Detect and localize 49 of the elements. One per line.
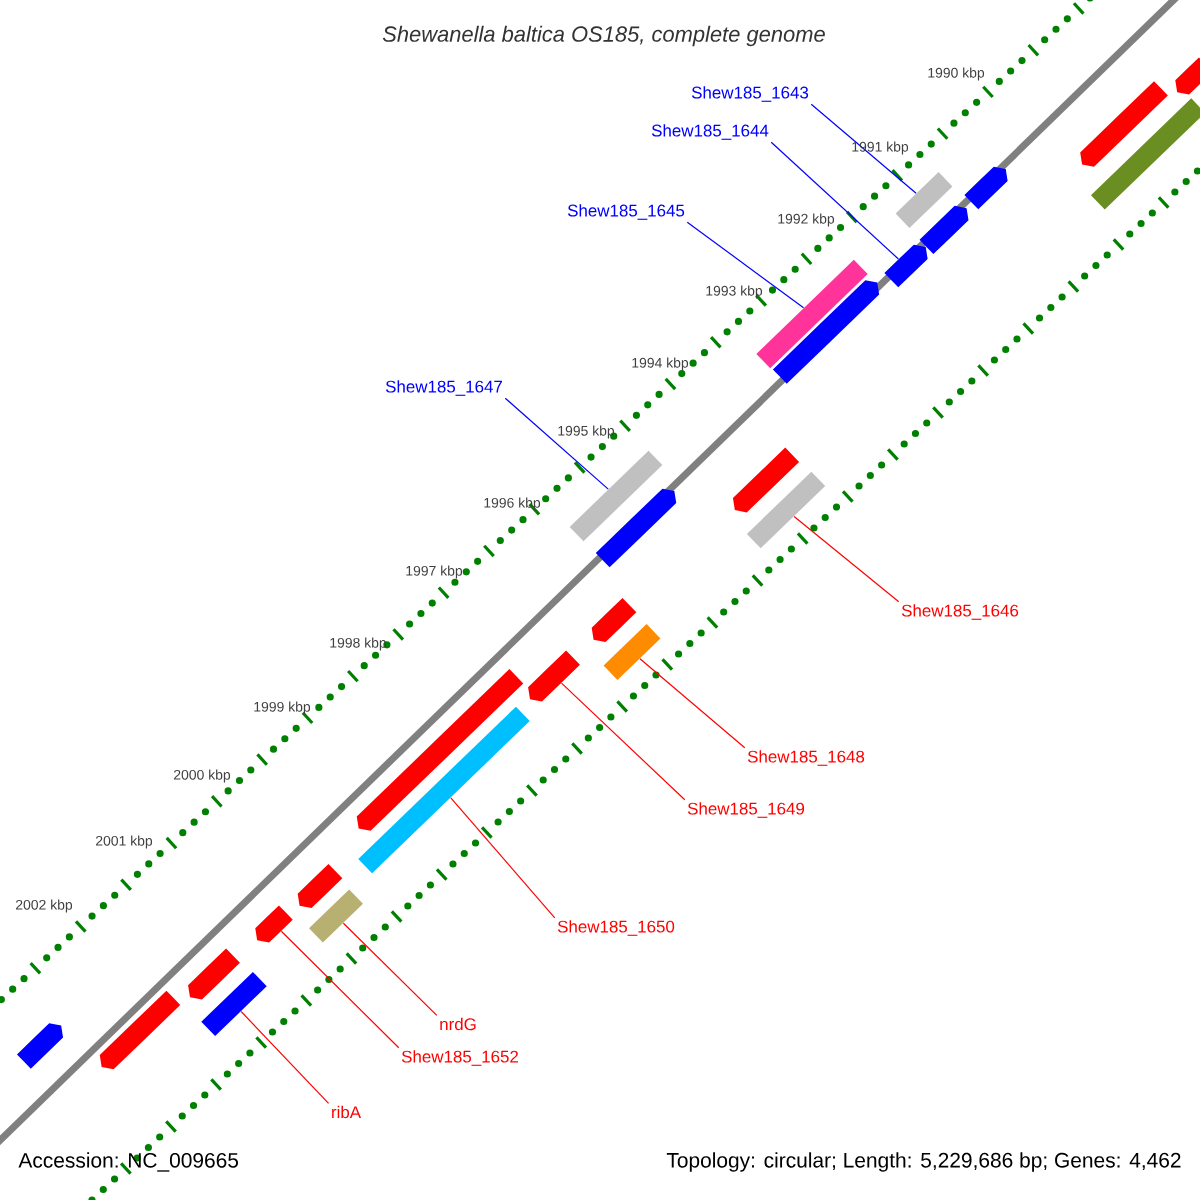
leader-line [342,922,438,1016]
gene-label: Shew185_1646 [901,604,1019,620]
gene-feature [772,280,880,384]
gene-feature [1175,57,1200,95]
gene-bar [569,450,663,542]
gene-label: Shew185_1652 [401,1050,518,1066]
gene-feature [297,863,343,909]
genome-info-text: Topology: circular; Length: 5,229,686 bp; Genes: 4,462 [666,1152,1181,1172]
gene-label: Shew185_1648 [747,750,865,766]
accession-text: Accession: NC_009665 [18,1152,239,1172]
gene-bar [895,172,953,228]
gene-feature [595,488,677,568]
leader-line [810,103,917,194]
gene-feature [255,905,293,943]
gene-label: Shew185_1650 [557,920,675,936]
gene-bar [358,706,530,874]
gene-feature [591,597,637,643]
gene-feature [919,205,969,255]
leader-line [504,397,609,490]
leader-line [770,141,899,260]
leader-line [793,516,900,603]
gene-label: Shew185_1644 [651,124,769,140]
gene-label: nrdG [440,1017,476,1031]
gene-bar [603,624,661,680]
gene-bar [1090,98,1200,210]
gene-feature [188,948,240,1000]
gene-feature [1080,81,1168,167]
title: Shewanella baltica OS185, complete genome [382,25,825,47]
gene-feature [528,650,580,702]
gene-bar [201,971,267,1037]
gene-feature [16,1023,64,1069]
leader-line [240,1010,330,1104]
gene-label: Shew185_1647 [385,380,502,396]
gene-feature [884,244,928,288]
gene-feature [356,669,524,831]
gene-label: Shew185_1643 [691,86,809,102]
gene-label: ribA [332,1105,361,1119]
leader-line [560,682,686,801]
gene-bar [309,889,363,943]
leader-line [639,658,746,749]
gene-label: Shew185_1649 [687,802,805,818]
gene-feature [732,447,800,513]
gene-label: Shew185_1645 [567,204,685,220]
leader-line [450,797,556,919]
leader-line [280,930,400,1049]
gene-bar [746,471,826,549]
gene-feature [99,990,181,1070]
leader-line [686,221,805,309]
gene-feature [964,166,1008,210]
